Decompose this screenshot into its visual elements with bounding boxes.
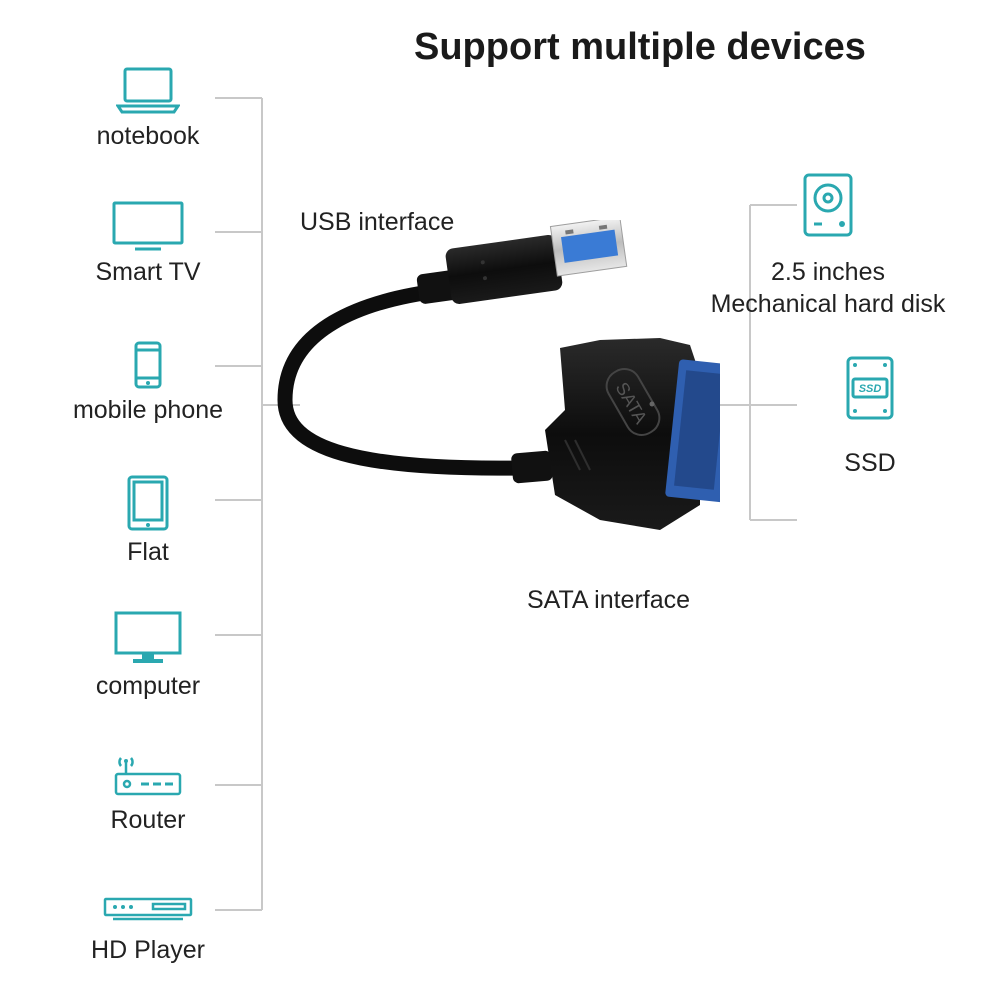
usb-interface-label: USB interface — [300, 208, 455, 236]
router-icon — [114, 757, 182, 796]
device-computer: computer — [60, 610, 236, 701]
ssd-icon-text: SSD — [859, 383, 882, 395]
sata-connector: SATA — [545, 338, 720, 530]
drive-mechanical-hard-disk: 2.5 inches Mechanical hard disk — [703, 172, 953, 320]
usb-sata-adapter-image: SATA — [277, 220, 720, 530]
ssd-icon: SSD — [846, 356, 894, 420]
monitor-icon — [114, 611, 182, 663]
device-hd-player: HD Player — [60, 896, 236, 965]
device-flat: Flat — [60, 474, 236, 567]
device-label: Router — [110, 806, 186, 834]
drive-label-line2: Mechanical hard disk — [710, 290, 946, 318]
hd-player-icon — [103, 897, 193, 921]
device-mobile-phone: mobile phone — [60, 340, 236, 425]
device-label: notebook — [96, 122, 200, 150]
sata-interface-label: SATA interface — [527, 586, 691, 614]
tablet-icon — [127, 475, 169, 531]
phone-icon — [134, 341, 162, 389]
device-label: computer — [95, 672, 201, 700]
drive-label: SSD — [844, 449, 896, 477]
drive-ssd: SSD SSD — [790, 355, 950, 479]
device-notebook: notebook — [60, 66, 236, 151]
tv-icon — [112, 201, 184, 251]
page-title: Support multiple devices — [414, 26, 866, 68]
device-label: Flat — [127, 538, 169, 566]
device-label: HD Player — [91, 936, 205, 964]
device-label: mobile phone — [72, 396, 224, 424]
usb-plug — [445, 220, 628, 304]
hard-disk-icon — [803, 173, 853, 237]
laptop-icon — [116, 67, 180, 114]
device-label: Smart TV — [95, 258, 201, 286]
cable — [277, 282, 528, 476]
device-router: Router — [60, 752, 236, 835]
device-smart-tv: Smart TV — [60, 200, 236, 287]
drive-label-line1: 2.5 inches — [771, 258, 885, 286]
